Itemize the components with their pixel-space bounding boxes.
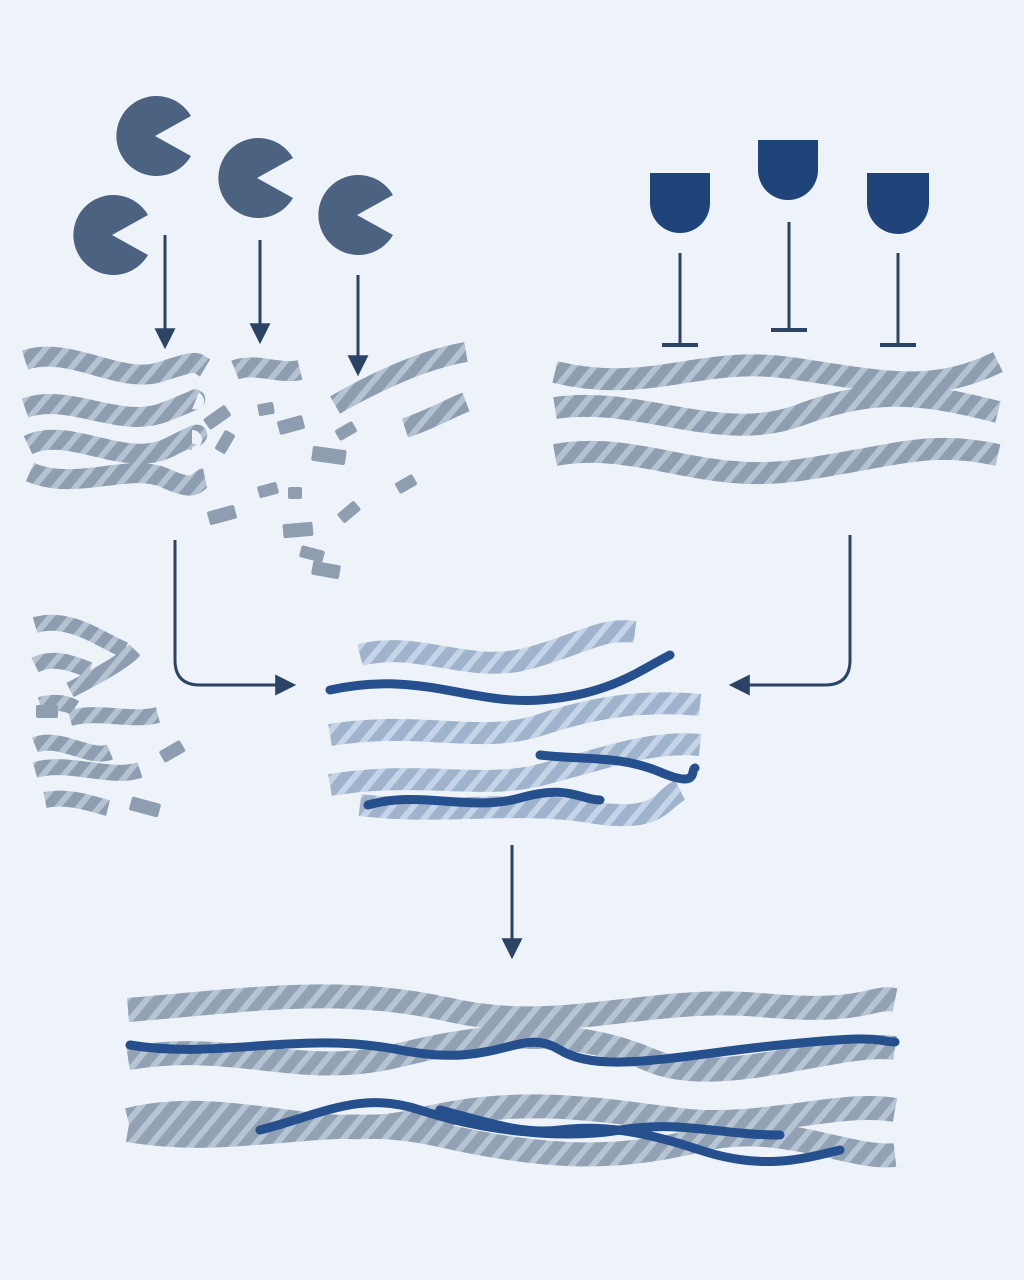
fiber-fragment [257, 482, 279, 498]
collagen-fiber [553, 384, 1001, 436]
degradation-panel [21, 96, 470, 580]
fiber-fragment [311, 560, 341, 580]
fiber-fragment [282, 521, 314, 539]
fiber-fragment [129, 796, 161, 818]
collagen-fiber [328, 733, 702, 796]
fiber-fragment [277, 415, 305, 435]
cut-fibers [231, 342, 470, 438]
fragment-debris-small [36, 705, 186, 818]
remodeling-panel [325, 620, 702, 827]
collagen-fiber [21, 346, 211, 385]
fiber-fragment [203, 405, 231, 430]
t-bar-inhibitor-icon [650, 173, 710, 347]
fiber-fragment [31, 652, 93, 678]
collagen-fiber [552, 352, 1003, 394]
enzyme-arrows [154, 235, 369, 377]
fiber-fragment [330, 342, 468, 414]
collagen-fiber [23, 424, 208, 464]
fiber-fragment [36, 705, 58, 718]
fiber-fragment [288, 487, 302, 499]
new-collagen-fiber [435, 1105, 845, 1166]
collagen-fiber [126, 1024, 897, 1082]
arrow-icon [728, 535, 852, 696]
collagen-fiber [357, 620, 637, 674]
collagen-fiber [127, 984, 898, 1031]
fiber-fragment [215, 430, 235, 454]
connector-arrows [173, 535, 852, 960]
new-fibers [125, 1034, 900, 1166]
old-fibers [328, 620, 702, 827]
fiber-fragment [66, 644, 141, 698]
collagen-fiber [21, 389, 206, 427]
intact-fibers [21, 346, 211, 496]
fiber-fragment [32, 759, 143, 781]
fiber-fragment [32, 614, 129, 658]
new-fibers [325, 650, 700, 810]
pacman-enzyme-icon [218, 138, 293, 219]
protected-fibers [552, 352, 1003, 484]
collagen-fiber [328, 692, 702, 746]
fragments [203, 402, 417, 580]
fiber-fragment [401, 392, 470, 438]
collagen-fiber [25, 462, 209, 496]
fiber-fragment [43, 790, 110, 816]
fiber-fragment [311, 445, 347, 466]
new-collagen-fiber [325, 650, 675, 705]
fiber-fragment [231, 357, 303, 382]
fiber-fragment [335, 421, 357, 441]
pacman-enzyme-icon [116, 96, 191, 176]
fiber-fragment [257, 402, 275, 416]
t-bar-inhibitor-icon [758, 140, 818, 332]
collagen-fiber [125, 1094, 898, 1140]
pacman-enzyme-icon [318, 175, 393, 255]
fiber-fragment [299, 545, 325, 563]
new-collagen-fiber [363, 787, 605, 810]
fiber-fragment [32, 734, 113, 762]
enzyme-group [73, 96, 393, 275]
new-collagen-fiber [535, 750, 700, 784]
fiber-fragment [337, 501, 361, 523]
t-bar-inhibitor-icon [867, 173, 929, 347]
remodeled-tissue [125, 984, 900, 1168]
collagen-fiber [553, 437, 1001, 484]
fiber-fragment [207, 505, 237, 525]
fiber-fragment [159, 740, 186, 763]
fragment-debris [31, 614, 160, 816]
fiber-fragment [38, 694, 80, 715]
fiber-fragment [67, 707, 160, 726]
fiber-fragment [395, 474, 417, 494]
arrow-icon [173, 540, 297, 696]
protection-panel [552, 140, 1003, 484]
new-collagen-fiber [125, 1034, 900, 1067]
pacman-enzyme-icon [73, 194, 148, 275]
inhibitor-group [650, 140, 929, 347]
collagen-fiber [358, 780, 686, 827]
